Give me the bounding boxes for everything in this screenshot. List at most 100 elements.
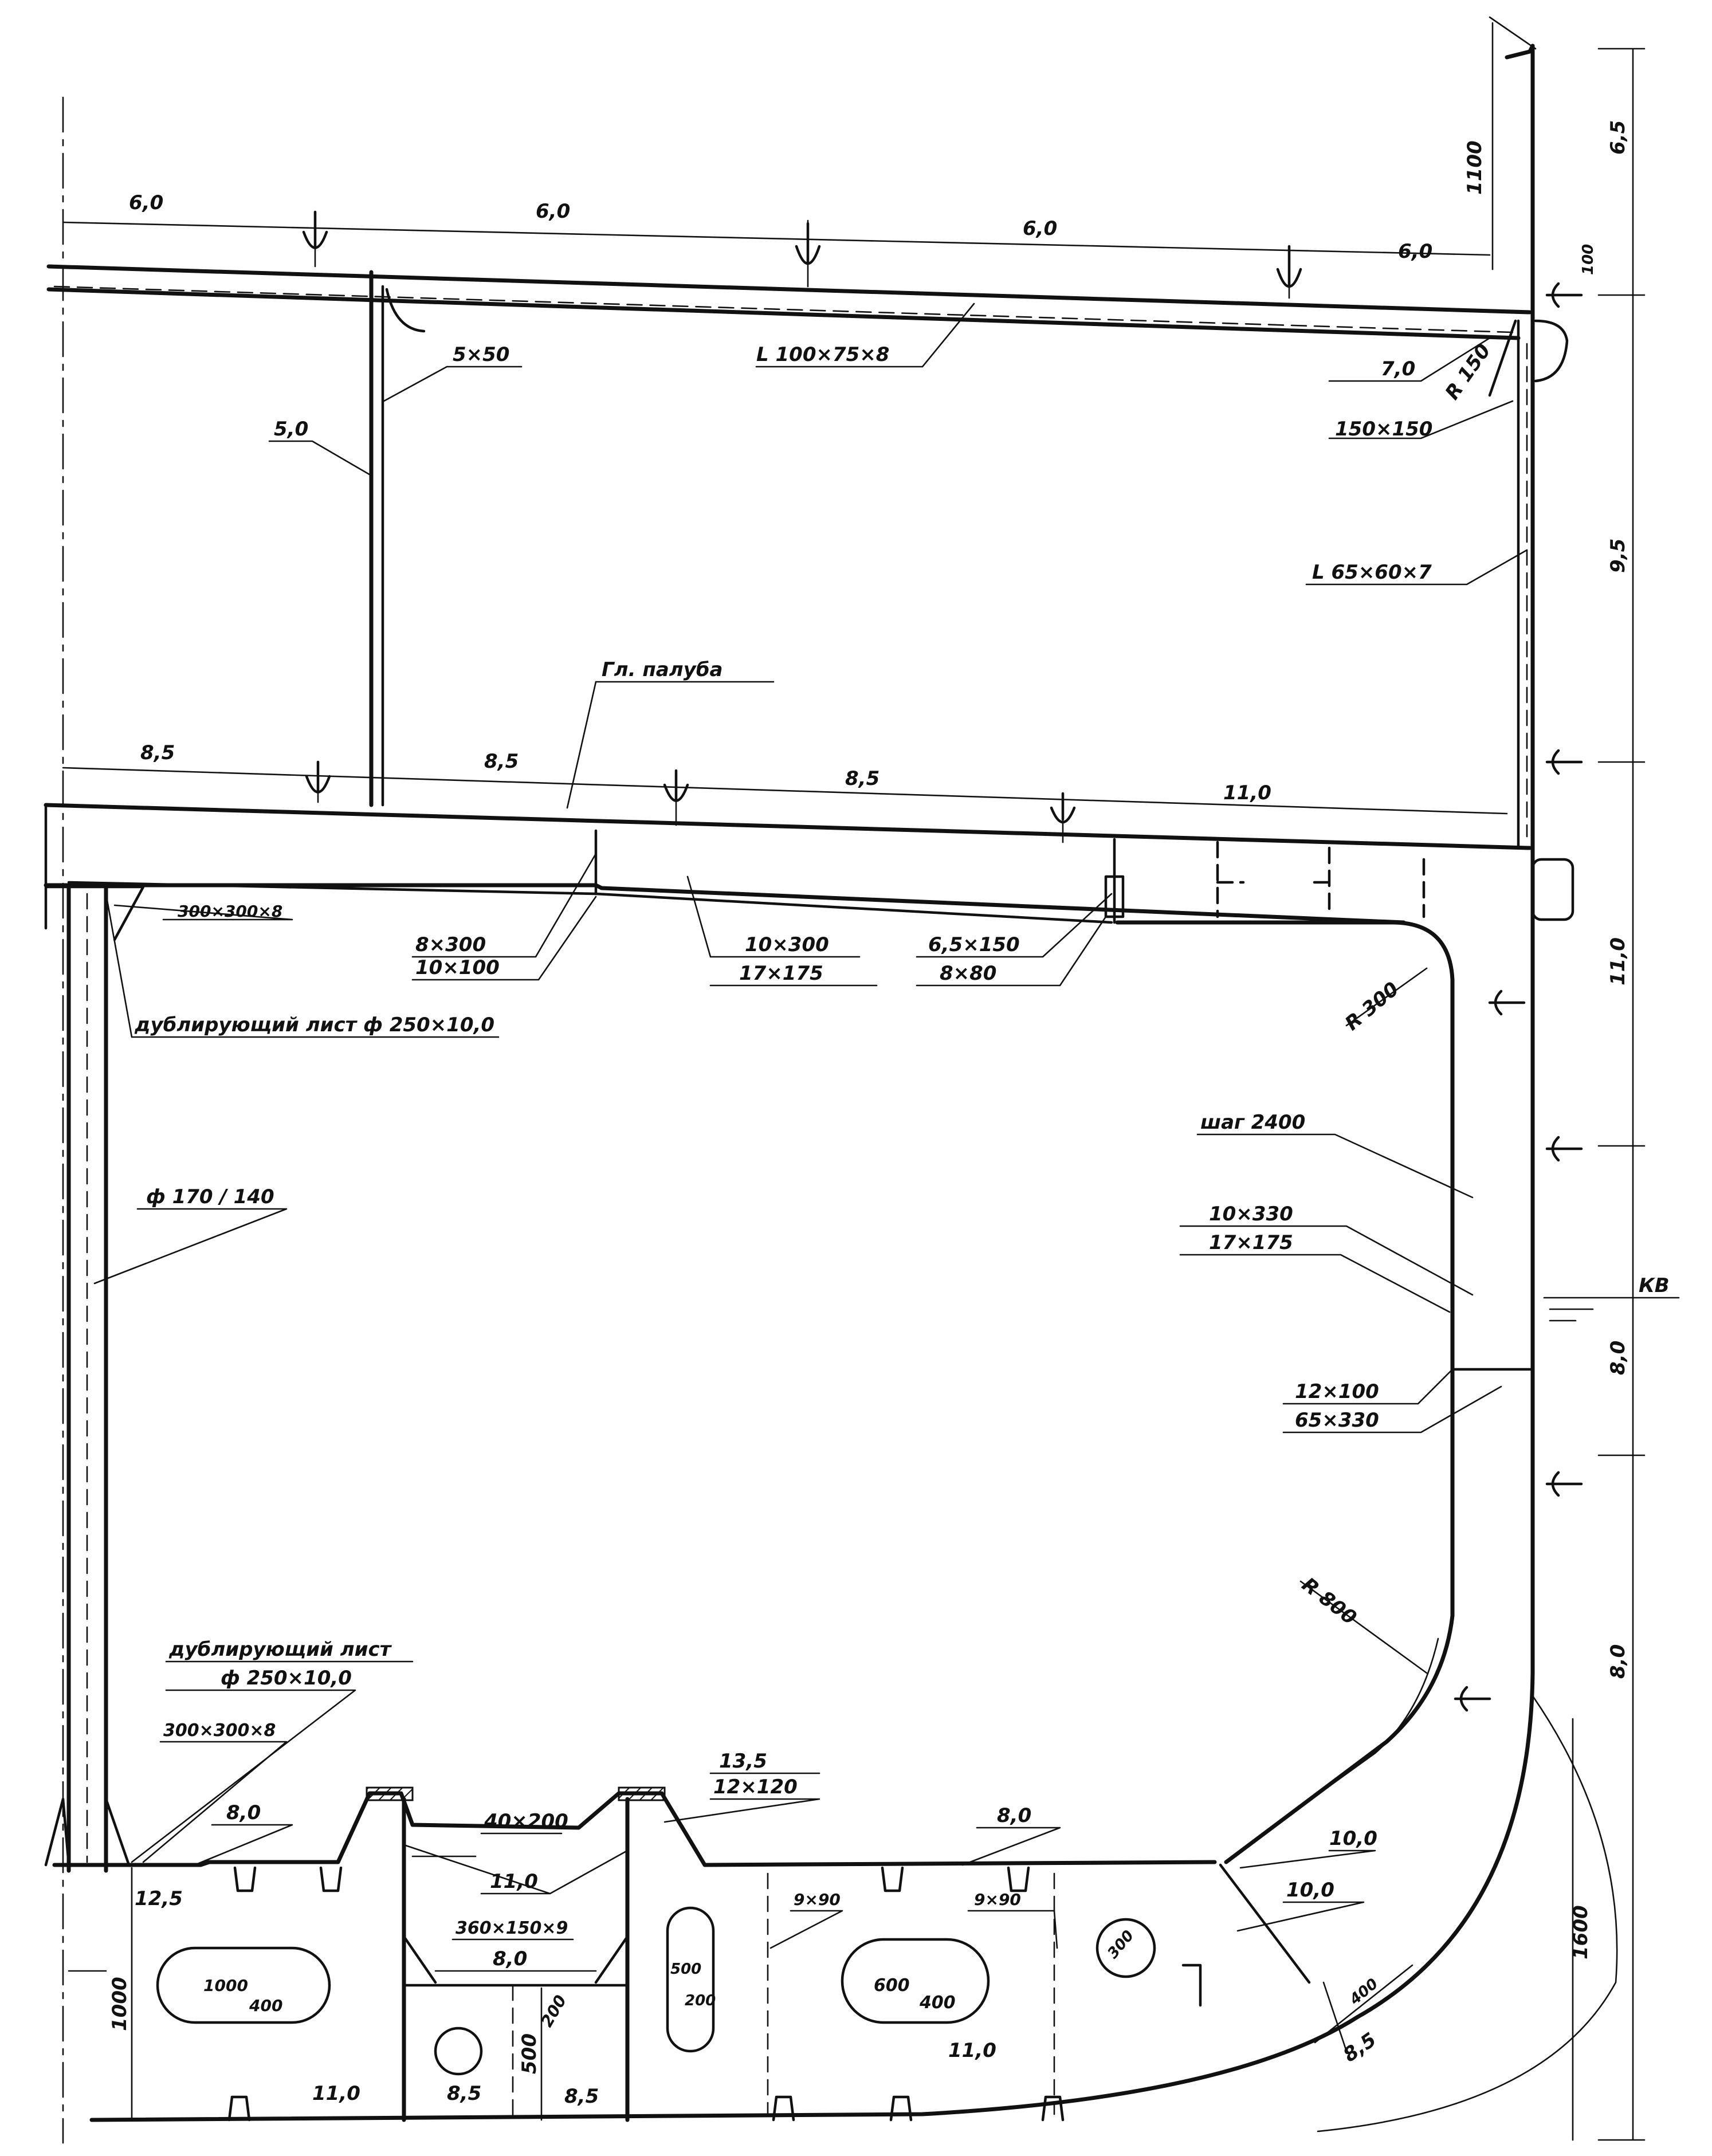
carling-flange <box>1104 875 1125 918</box>
leader-11-0 <box>403 1844 629 1895</box>
upper-deck-angle-line <box>53 285 1514 333</box>
hole-300 <box>1095 1918 1156 1978</box>
leader-360 <box>434 1938 597 1972</box>
leader-girder <box>411 853 597 981</box>
dim-400-8-5 <box>1322 1981 1348 2052</box>
leader-bilge <box>1236 1849 1376 1932</box>
hatch-coaming-left <box>366 1786 414 1801</box>
label-bracket-150x150: 150×150 <box>1335 418 1432 441</box>
leader-9x90 <box>769 1910 1058 1949</box>
label-main-deck: Гл. палуба <box>602 658 723 681</box>
label-bilge-10-0-a: 10,0 <box>1329 1827 1377 1850</box>
label-stiffener-5x50: 5×50 <box>453 343 509 366</box>
main-deck-lower <box>44 883 1406 925</box>
bilge-bracket-diag <box>1219 1863 1311 1984</box>
leader-40x200 <box>411 1832 563 1857</box>
weld-symbol-2 <box>795 222 821 265</box>
label-stringer-12x100: 12×100 <box>1295 1380 1379 1403</box>
dim-1000-vert <box>68 1867 133 2121</box>
label-deck-top-right: 6,0 <box>1398 240 1432 263</box>
label-main-deck-right: 11,0 <box>1223 781 1271 804</box>
label-girder-11-0: 11,0 <box>490 1870 538 1893</box>
bilge-arc-dim <box>1317 1695 1618 2133</box>
label-inner-bottom-8-0-left: 8,0 <box>226 1801 261 1824</box>
hatch-coaming-right <box>618 1786 666 1801</box>
label-dim-8-0-side: 8,0 <box>1607 1341 1629 1375</box>
label-dim-8-5-left: 8,5 <box>447 2082 481 2105</box>
label-carling-8x80: 8×80 <box>940 962 996 985</box>
manhole-600x400 <box>841 1938 990 2024</box>
bulwark-top <box>1505 44 1535 60</box>
leader-pillar <box>93 1208 288 1285</box>
label-main-deck-mid2: 8,5 <box>845 767 879 790</box>
leader-beam <box>686 875 878 987</box>
pillar-bottom-bracket <box>44 1797 131 1867</box>
label-dim-1000: 1000 <box>108 1977 131 2031</box>
label-bottom-11-0-left: 11,0 <box>312 2082 360 2105</box>
waterline-mark <box>1543 1297 1680 1322</box>
weld-symbol-6 <box>1050 792 1076 824</box>
weld-symbols <box>302 210 1583 1712</box>
label-deck-top-left: 6,0 <box>129 191 163 214</box>
label-dim-11-0: 11,0 <box>1607 937 1629 985</box>
dim-upper-deck <box>62 211 1491 299</box>
label-dim-100: 100 <box>1580 244 1597 275</box>
side-bracket-diag <box>1488 319 1517 397</box>
leader-spacing <box>1196 1133 1474 1199</box>
bilge-bracket-short <box>1181 1963 1202 2007</box>
leader-stringer <box>1282 1368 1502 1434</box>
label-radius-300: R 300 <box>1341 977 1403 1035</box>
dim-main-deck <box>62 761 1508 843</box>
leader-doubling-bottom <box>131 1660 414 1863</box>
label-manhole-400: 400 <box>249 1996 282 2015</box>
label-girder-10x100: 10×100 <box>415 956 500 979</box>
label-manhole-1000: 1000 <box>203 1976 248 1995</box>
label-bracket-360: 360×150×9 <box>456 1918 568 1938</box>
dimension-labels: 6,0 6,0 6,0 6,0 L 100×75×8 5×50 5,0 7,0 … <box>108 120 1670 2108</box>
label-dim-13-5: 13,5 <box>719 1750 767 1773</box>
pillar-top-bracket <box>44 885 145 941</box>
weld-symbol-side-3 <box>1488 989 1526 1016</box>
label-deck-top-mid2: 6,0 <box>1023 217 1057 240</box>
leader-r800 <box>1299 1580 1428 1674</box>
label-bar-12x120: 12×120 <box>713 1776 798 1798</box>
weld-symbol-side-1 <box>1545 282 1583 308</box>
leader-13-5 <box>663 1772 820 1823</box>
weld-symbol-3 <box>1276 245 1302 288</box>
label-manhole-200: 200 <box>685 1992 716 2009</box>
label-bulkhead-5-0: 5,0 <box>274 418 308 441</box>
label-dim-9-5: 9,5 <box>1607 539 1629 573</box>
leader-frame <box>1179 1225 1474 1313</box>
label-bilge-10-0-b: 10,0 <box>1286 1879 1334 1902</box>
label-carling-6-5x150: 6,5×150 <box>928 933 1020 956</box>
structure-lines <box>44 44 1618 2144</box>
weld-symbol-side-4 <box>1545 1136 1583 1162</box>
dim-400-bilge <box>1314 1964 1413 2044</box>
label-doubling-bottom-2: ф 250×10,0 <box>221 1667 352 1690</box>
upper-deck-plate <box>46 264 1532 340</box>
label-dim-8-0-small: 8,0 <box>493 1947 527 1970</box>
label-stringer-65x330: 65×330 <box>1295 1409 1379 1432</box>
label-girder-8x300: 8×300 <box>415 933 486 956</box>
label-hatch-40x200: 40×200 <box>484 1810 568 1833</box>
label-spacing: шаг 2400 <box>1200 1111 1305 1134</box>
side-frame-web <box>1115 920 1455 1864</box>
inner-bottom-plate <box>52 1791 1217 1867</box>
label-bracket-7-0: 7,0 <box>1381 358 1415 380</box>
label-radius-800: R 800 <box>1297 1573 1361 1630</box>
leader-5x50 <box>383 366 523 402</box>
leader-300x300 <box>113 904 293 921</box>
label-bottom-11-0-right: 11,0 <box>948 2039 996 2062</box>
label-dim-1100: 1100 <box>1463 140 1486 195</box>
label-stiff-9x90-left: 9×90 <box>794 1890 841 1909</box>
hatch-coaming-dashed <box>1216 841 1426 918</box>
label-frame-17x175: 17×175 <box>1209 1231 1293 1254</box>
label-pillar: ф 170 / 140 <box>146 1185 274 1208</box>
label-doubling-top: дублирующий лист ф 250×10,0 <box>134 1014 494 1036</box>
label-radius-150: R 150 <box>1441 340 1495 404</box>
label-dim-12-5: 12,5 <box>135 1887 183 1910</box>
side-shell-lower <box>89 1144 1535 2122</box>
leader-8-0-right <box>961 1827 1061 1866</box>
label-bracket-300x300-top: 300×300×8 <box>178 902 282 921</box>
weld-symbol-1 <box>302 210 328 249</box>
